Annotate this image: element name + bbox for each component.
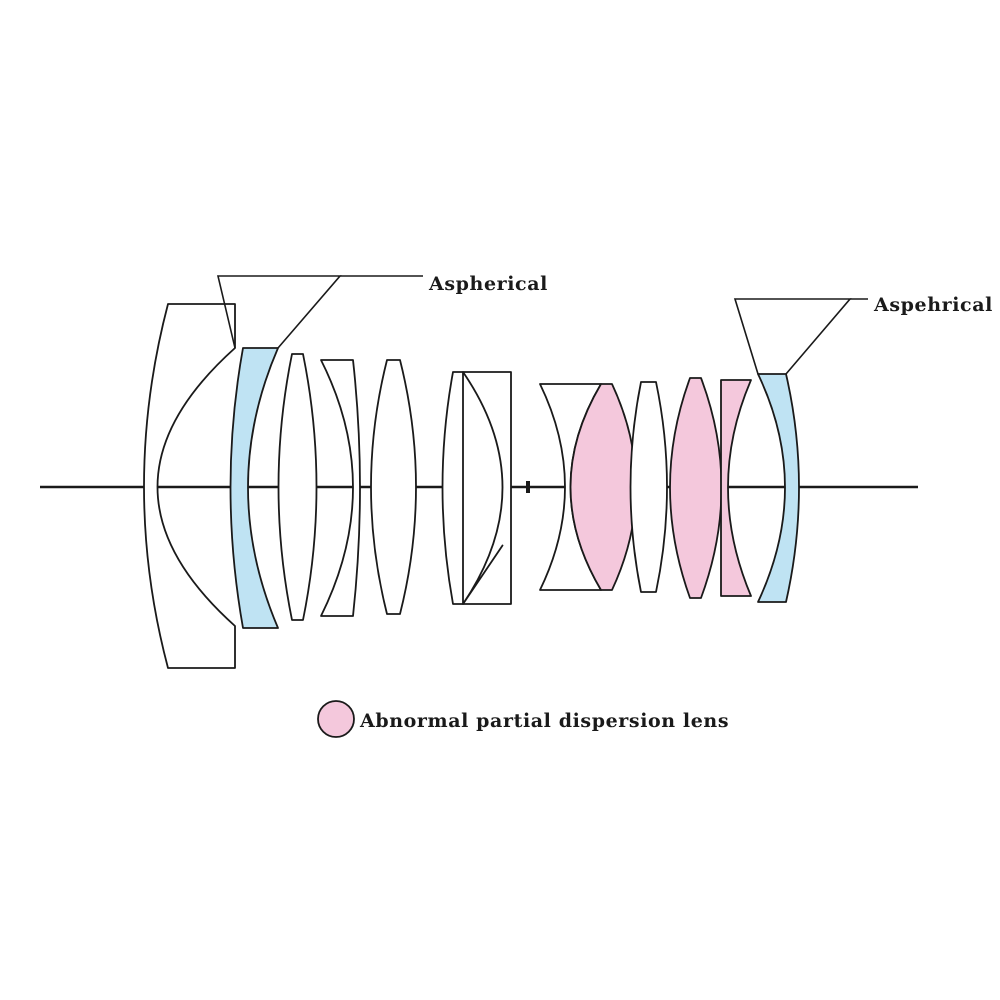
apd-legend-label: Abnormal partial dispersion lens [359,710,729,732]
lens-element-2 [229,347,279,629]
lens-element-1 [143,303,236,669]
aperture-stop [526,481,530,493]
aspherical-left-label: Aspherical [428,273,548,295]
lens-element-5 [370,359,417,615]
lens-element-12 [720,379,752,597]
aspherical-right-leader [733,298,852,375]
lens-element-10 [629,381,668,593]
lens-element-4 [320,359,361,617]
aspherical-right-label: Aspehrical [873,294,993,316]
apd-legend-swatch [317,700,355,738]
lens-element-9 [569,383,637,591]
lens-element-7 [462,371,512,605]
aspherical-left-leader [216,275,342,349]
lens-element-11 [669,377,723,599]
lens-element-13 [757,373,800,603]
lens-element-3 [277,353,318,621]
